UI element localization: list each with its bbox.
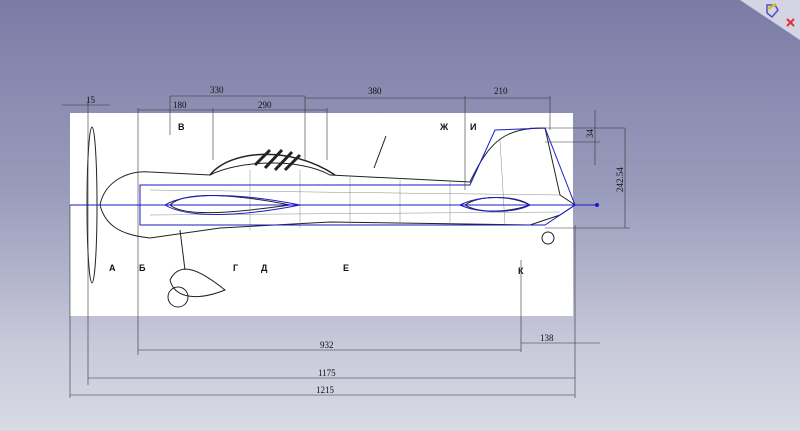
sketch-accept-icon[interactable] bbox=[766, 2, 779, 19]
dim-380[interactable]: 380 bbox=[368, 86, 382, 96]
dim-330[interactable]: 330 bbox=[210, 85, 224, 95]
sketch-confirmation-corner bbox=[740, 0, 800, 40]
dim-138[interactable]: 138 bbox=[540, 333, 554, 343]
sketch-cancel-icon[interactable] bbox=[786, 18, 795, 27]
blueprint-image bbox=[70, 113, 573, 316]
station-g: Г bbox=[233, 263, 238, 273]
station-b: Б bbox=[139, 263, 146, 273]
dim-290[interactable]: 290 bbox=[258, 100, 272, 110]
dim-180[interactable]: 180 bbox=[173, 100, 187, 110]
station-e: Е bbox=[343, 263, 349, 273]
dimension-lines bbox=[62, 95, 630, 398]
station-a: А bbox=[109, 263, 116, 273]
station-k: К bbox=[518, 266, 524, 276]
dim-1215[interactable]: 1215 bbox=[316, 385, 335, 395]
dim-242-54[interactable]: 242.54 bbox=[615, 167, 625, 192]
station-v: В bbox=[178, 122, 185, 132]
dim-210[interactable]: 210 bbox=[494, 86, 508, 96]
dim-15[interactable]: 15 bbox=[86, 95, 96, 105]
station-zh: Ж bbox=[439, 122, 449, 132]
dim-932[interactable]: 932 bbox=[320, 340, 334, 350]
dim-34[interactable]: 34 bbox=[585, 129, 595, 139]
dim-1175[interactable]: 1175 bbox=[318, 368, 336, 378]
station-d: Д bbox=[261, 263, 268, 273]
station-i: И bbox=[470, 122, 476, 132]
sketch-geometry[interactable] bbox=[70, 127, 599, 226]
